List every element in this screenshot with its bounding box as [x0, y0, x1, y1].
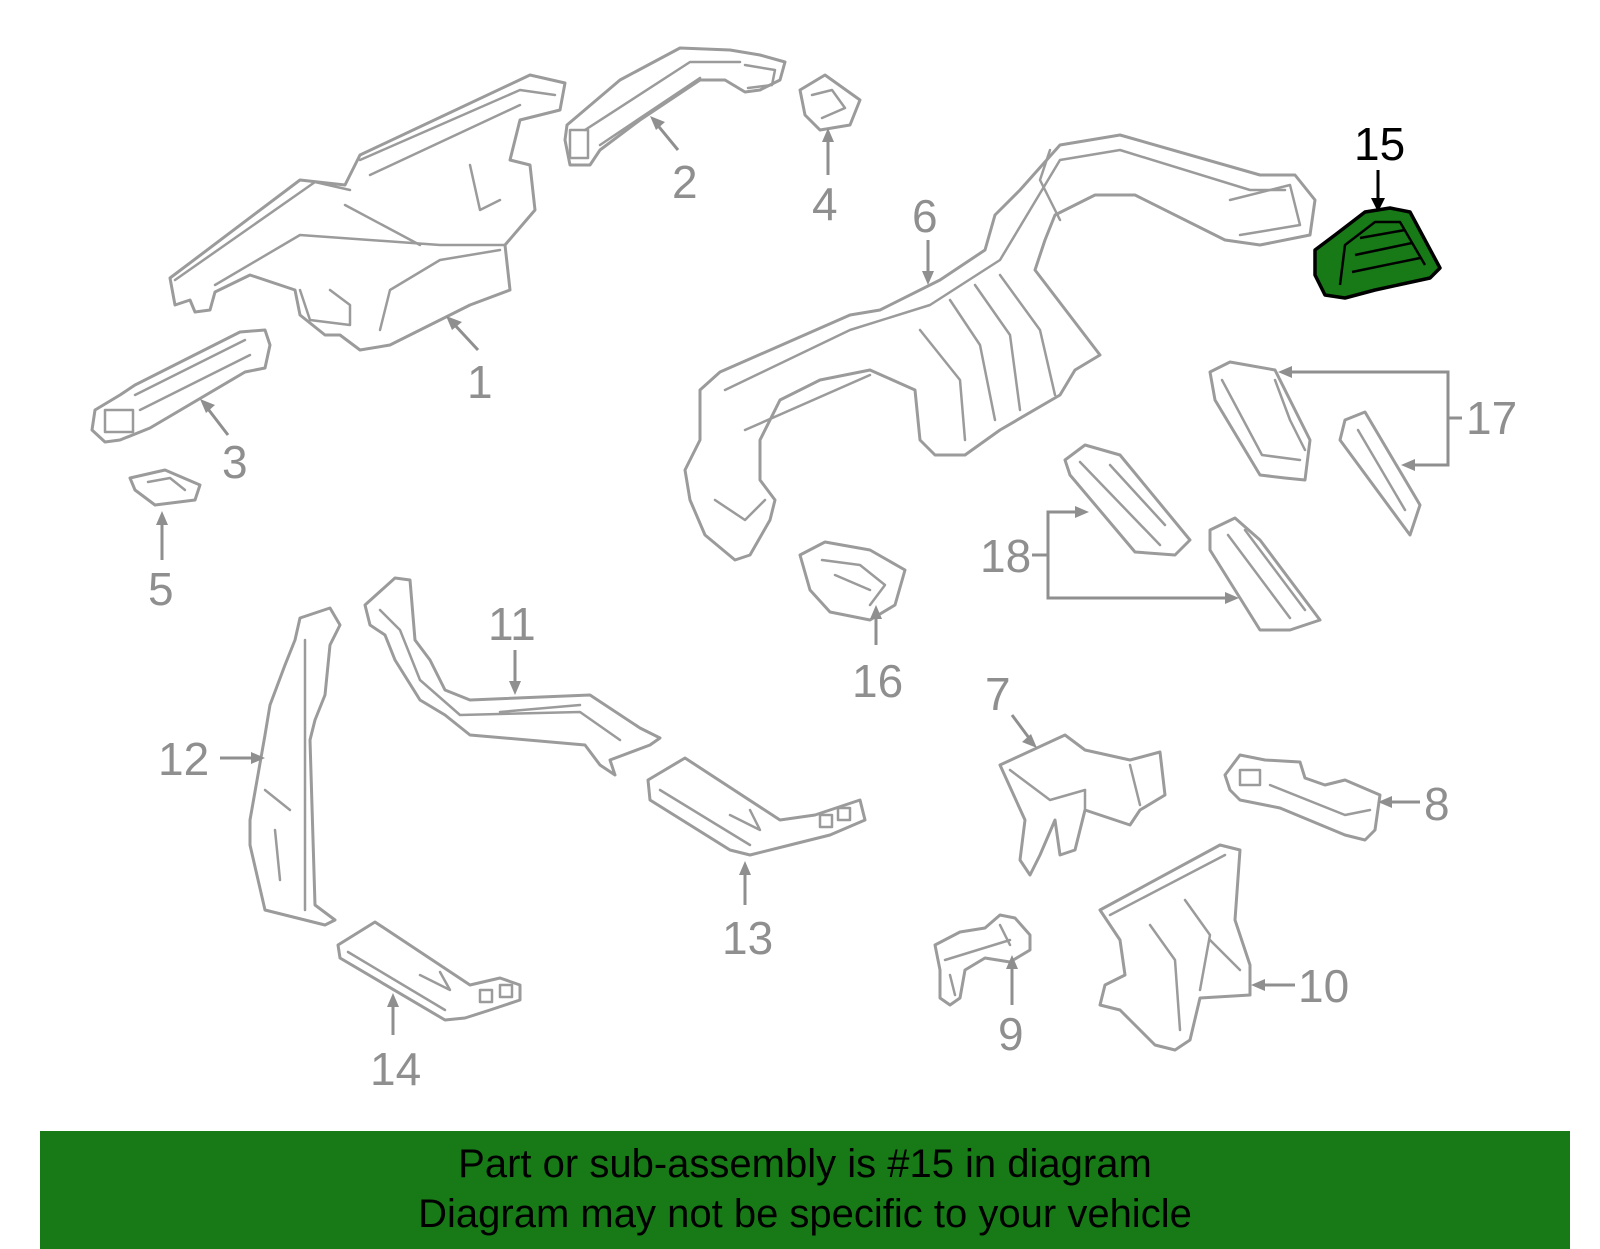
- part-1-center-duct[interactable]: [168, 73, 567, 352]
- callout-12: 12: [158, 733, 209, 785]
- callout-15: 15: [1354, 118, 1405, 170]
- arrowhead-13: [739, 861, 751, 875]
- arrowhead-16: [870, 605, 882, 619]
- arrowhead-4: [822, 128, 834, 142]
- callout-4: 4: [812, 178, 838, 230]
- arrowhead-18b: [1225, 592, 1239, 604]
- arrowhead-1: [446, 316, 462, 330]
- arrowhead-8: [1378, 796, 1392, 808]
- arrowhead-9: [1006, 955, 1018, 969]
- callout-8: 8: [1424, 778, 1450, 830]
- callout-6: 6: [912, 190, 938, 242]
- part-5-small-piece[interactable]: [128, 468, 202, 507]
- callout-13: 13: [722, 912, 773, 964]
- callout-7: 7: [985, 668, 1011, 720]
- part-8-small-duct[interactable]: [1223, 753, 1382, 842]
- callout-10: 10: [1298, 960, 1349, 1012]
- callout-3: 3: [222, 436, 248, 488]
- arrowhead-11: [509, 681, 521, 695]
- arrowhead-10: [1251, 979, 1265, 991]
- callout-5: 5: [148, 563, 174, 615]
- part-4-small-vent[interactable]: [798, 73, 862, 132]
- arrowhead-15: [1371, 198, 1385, 212]
- arrowhead-6: [922, 271, 934, 285]
- part-13-flat-duct[interactable]: [646, 756, 867, 857]
- arrowhead-2: [650, 116, 665, 130]
- part-3-left-duct[interactable]: [90, 328, 272, 444]
- parts-diagram: 1 2 3 4 5: [90, 46, 1517, 1095]
- arrowhead-5: [156, 511, 168, 525]
- leader-1: [450, 320, 480, 352]
- part-15-vent-highlighted[interactable]: [1313, 206, 1442, 300]
- part-10-floor-duct[interactable]: [1098, 843, 1252, 1052]
- callout-18: 18: [980, 530, 1031, 582]
- arrowhead-17a: [1278, 366, 1292, 378]
- callout-9: 9: [998, 1008, 1024, 1060]
- part-2-upper-duct[interactable]: [563, 46, 787, 167]
- callout-17: 17: [1466, 392, 1517, 444]
- arrowhead-3: [200, 399, 215, 413]
- part-12-vertical-duct[interactable]: [248, 606, 342, 927]
- arrowhead-12: [251, 752, 265, 764]
- part-9-small-bracket[interactable]: [933, 913, 1032, 1007]
- info-banner: Part or sub-assembly is #15 in diagram D…: [40, 1131, 1570, 1249]
- part-6-main-duct[interactable]: [683, 133, 1317, 562]
- banner-line-1: Part or sub-assembly is #15 in diagram: [458, 1142, 1152, 1186]
- part-7-duct-bracket[interactable]: [998, 733, 1167, 877]
- callout-14: 14: [370, 1043, 421, 1095]
- arrowhead-7: [1022, 734, 1037, 748]
- callout-11: 11: [488, 598, 536, 650]
- callout-1: 1: [467, 356, 493, 408]
- callout-2: 2: [672, 156, 698, 208]
- part-18-vent-grilles[interactable]: [1063, 443, 1322, 632]
- callout-16: 16: [852, 655, 903, 707]
- arrowhead-14: [387, 993, 399, 1007]
- part-17-vent-grilles[interactable]: [1208, 360, 1422, 537]
- arrowhead-18a: [1075, 506, 1089, 518]
- arrowhead-17b: [1401, 459, 1415, 471]
- banner-line-2: Diagram may not be specific to your vehi…: [418, 1192, 1192, 1236]
- part-11-long-duct[interactable]: [363, 576, 662, 777]
- part-14-flat-duct[interactable]: [336, 920, 522, 1022]
- part-16-small-vent[interactable]: [798, 540, 907, 622]
